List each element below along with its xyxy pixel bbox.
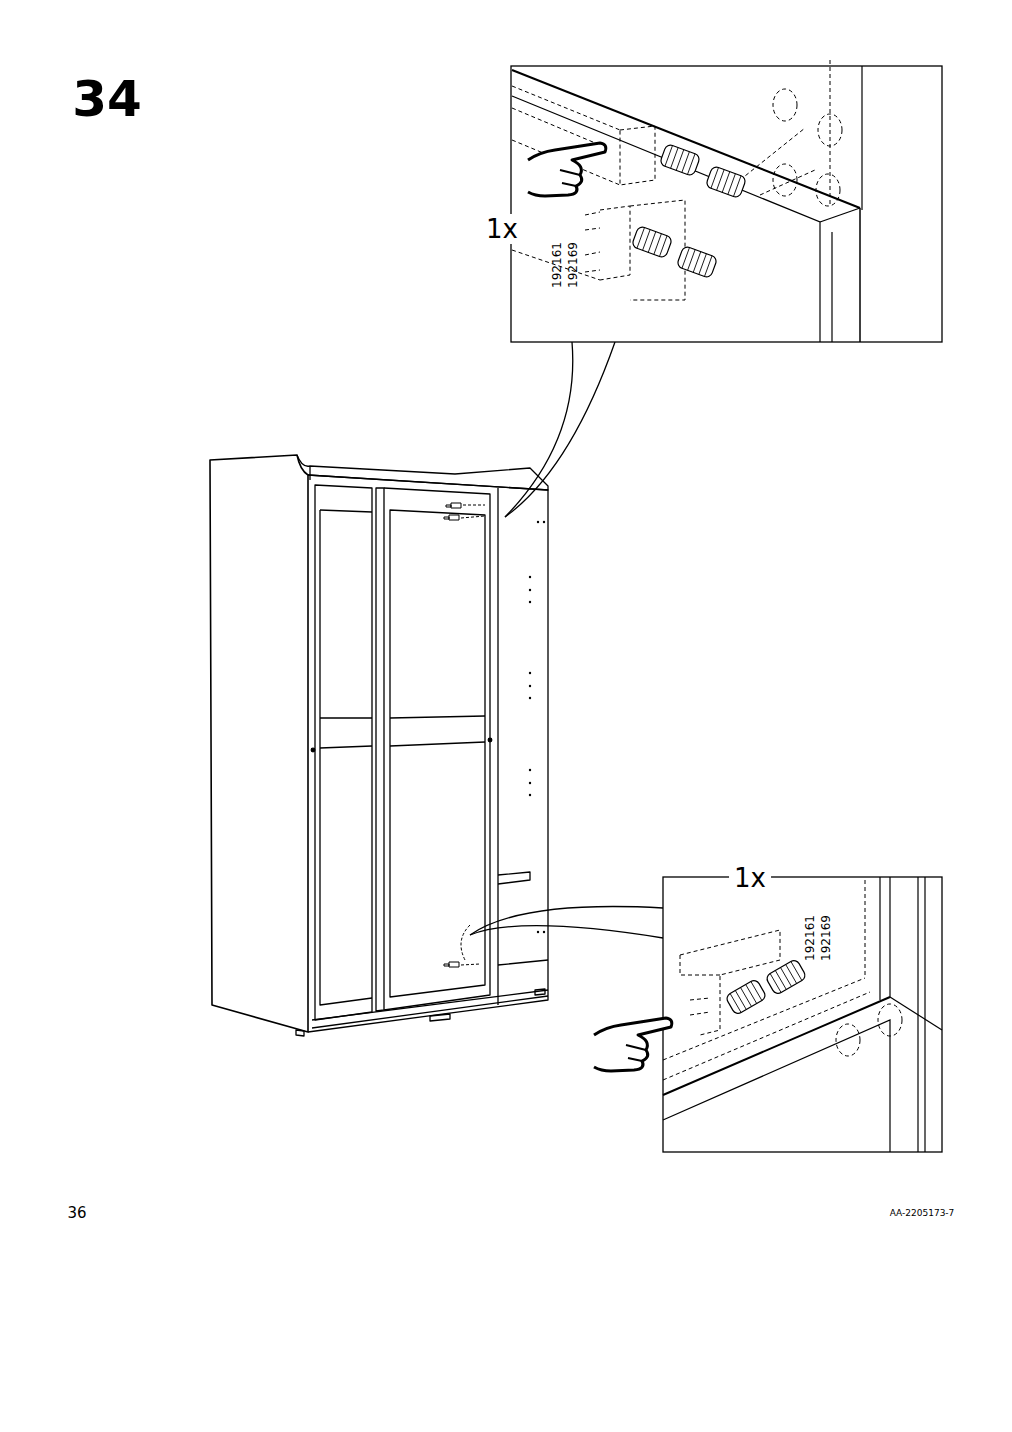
dowel	[725, 958, 807, 1015]
detail-callout-top	[511, 60, 942, 342]
dowel	[631, 144, 746, 279]
detail-callout-bottom	[594, 877, 942, 1152]
document-code: AA-2205173-7	[890, 1209, 955, 1218]
pointing-hand	[528, 143, 606, 196]
part-number: 192169	[567, 242, 579, 288]
part-number: 192169	[820, 915, 832, 961]
pointing-hand	[594, 1018, 672, 1071]
quantity: 1x	[729, 863, 771, 893]
wardrobe	[210, 455, 548, 1036]
step-number: 34	[72, 74, 142, 124]
part-number: 192161	[551, 242, 563, 288]
quantity: 1x	[481, 214, 523, 244]
page-number: 36	[67, 1206, 86, 1221]
part-number: 192161	[804, 915, 816, 961]
callout-leader	[470, 342, 663, 938]
